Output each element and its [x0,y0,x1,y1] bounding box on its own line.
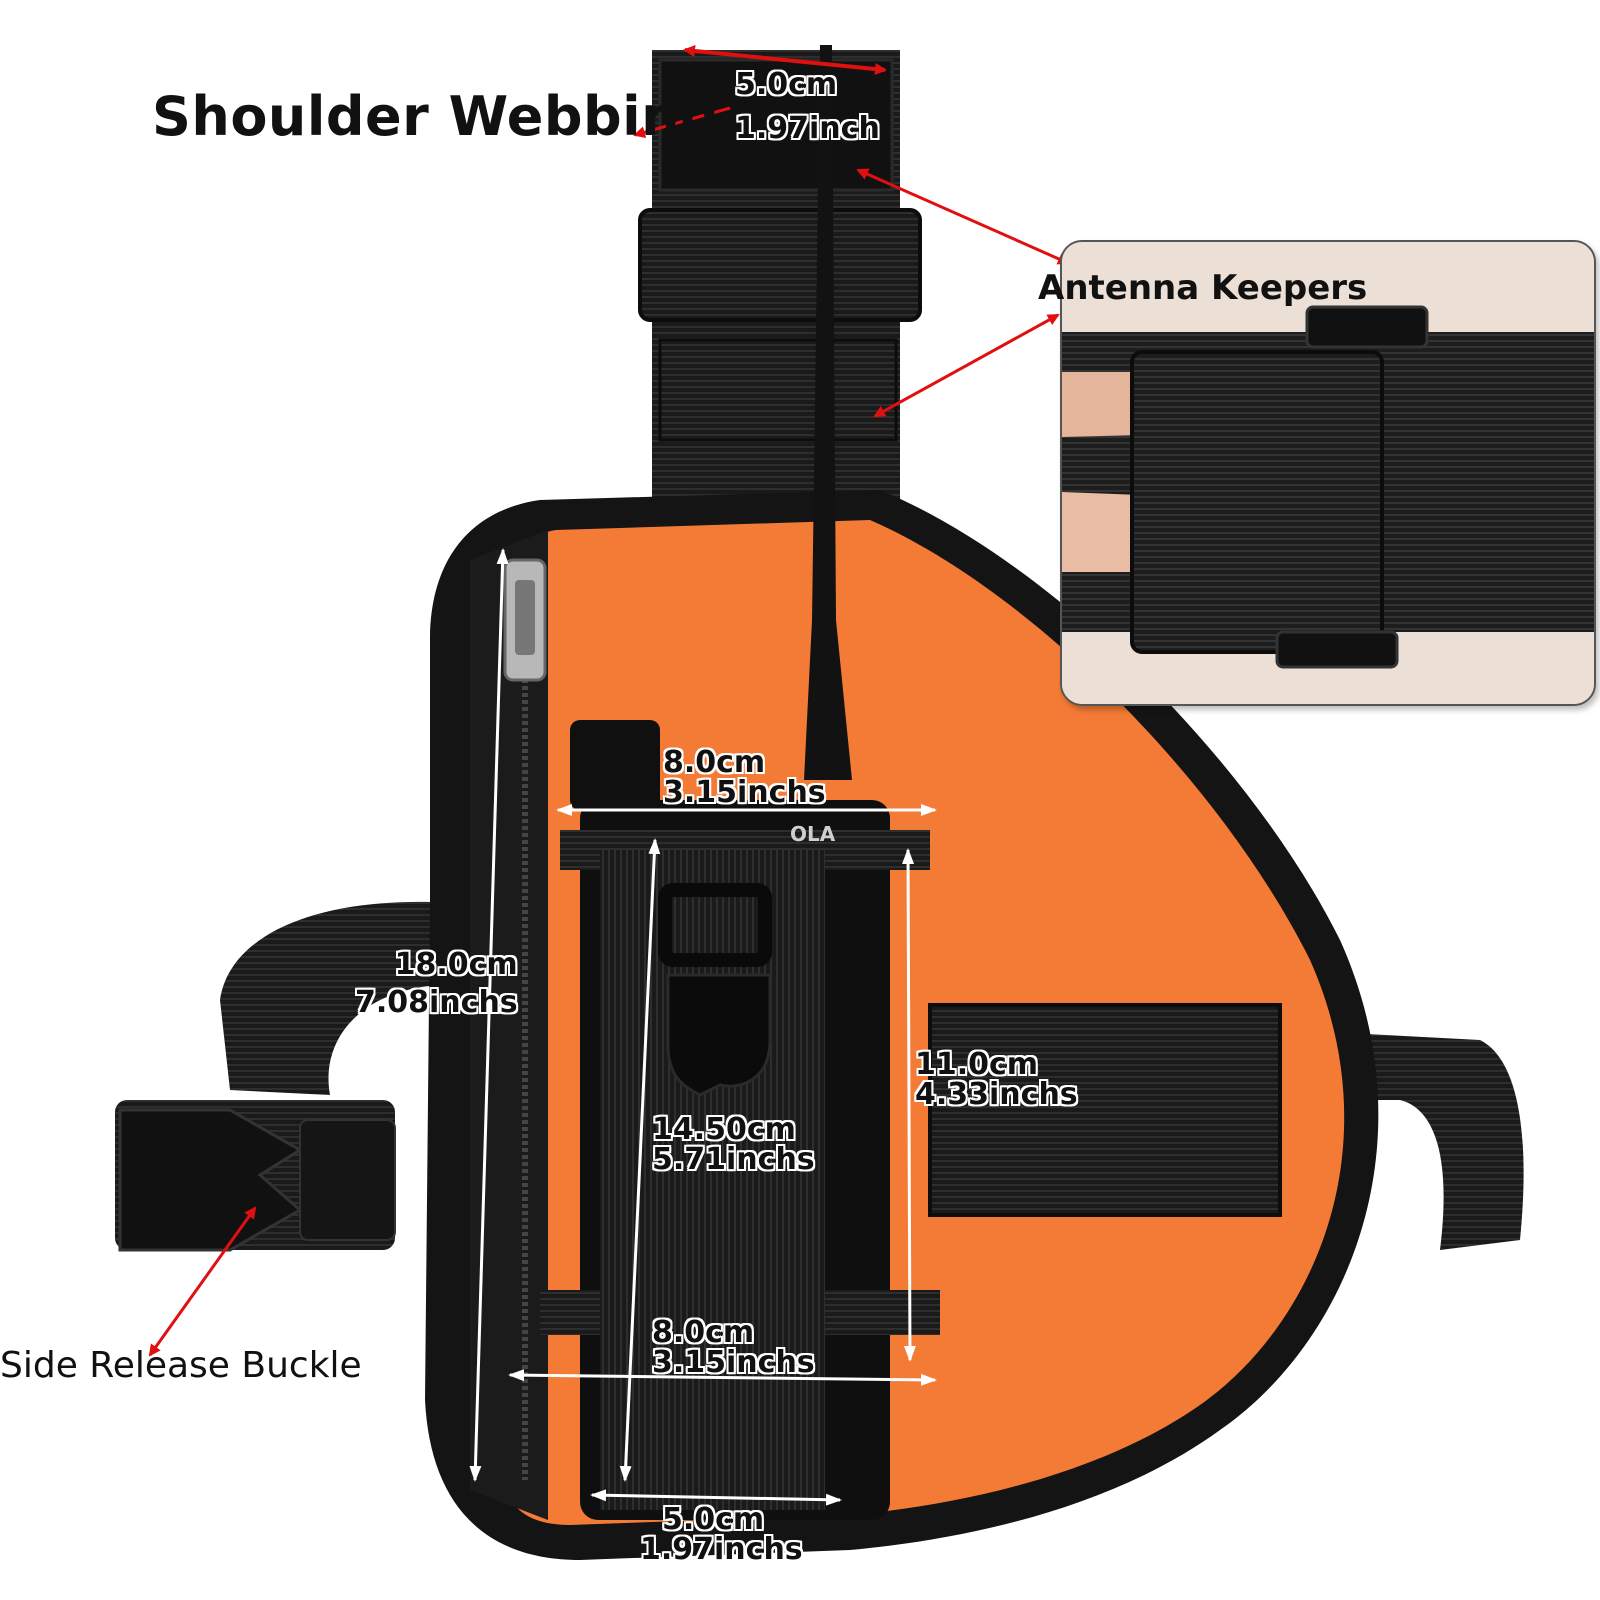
dim-top-width-inch: 3.15inchs [663,775,826,810]
dim-side-height-cm: 11.0cm [915,1047,1039,1082]
antenna [804,45,852,780]
dim-top-width: 8.0cm 3.15inchs [663,748,826,808]
dim-bottom-width: 8.0cm 3.15inchs [652,1318,815,1378]
elastic-loop [928,1003,1282,1217]
dim-base-width-inch: 1.97inchs [640,1532,803,1567]
strap-buckle [666,973,772,1097]
antenna-keepers-label: Antenna Keepers [1038,268,1368,308]
radio-marking: OLA [790,822,836,846]
dim-top-width-cm: 8.0cm [663,745,766,780]
antenna-keeper-photo [1062,242,1594,704]
dim-strap-height-cm: 14.50cm [652,1112,796,1147]
dim-bottom-width-cm: 8.0cm [652,1315,755,1350]
dim-strap-height: 14.50cm 5.71inchs [652,1115,815,1175]
dim-pocket-height: 18.0cm 7.08inchs [355,950,518,1018]
dim-side-height: 11.0cm 4.33inchs [915,1050,1078,1110]
dim-base-width: 5.0cm 1.97inchs [640,1505,803,1565]
dim-pocket-height-cm: 18.0cm [394,947,518,982]
radio-strap [600,850,825,1510]
shoulder-webbing-label: Shoulder Webbing [152,85,720,148]
dim-strap-height-inch: 5.71inchs [652,1142,815,1177]
antenna-keeper-inset [1060,240,1596,706]
side-release-buckle-label: Side Release Buckle [0,1345,362,1386]
dim-shoulder-width-cm: 5.0cm [735,67,838,102]
dim-shoulder-width: 5.0cm 1.97inch [735,70,880,144]
dim-pocket-height-inch: 7.08inchs [355,985,518,1020]
dim-bottom-width-inch: 3.15inchs [652,1345,815,1380]
dim-side-height-inch: 4.33inchs [915,1077,1078,1112]
dim-shoulder-width-inch: 1.97inch [735,111,880,146]
side-strap [220,901,480,1095]
dim-base-width-cm: 5.0cm [662,1502,765,1537]
